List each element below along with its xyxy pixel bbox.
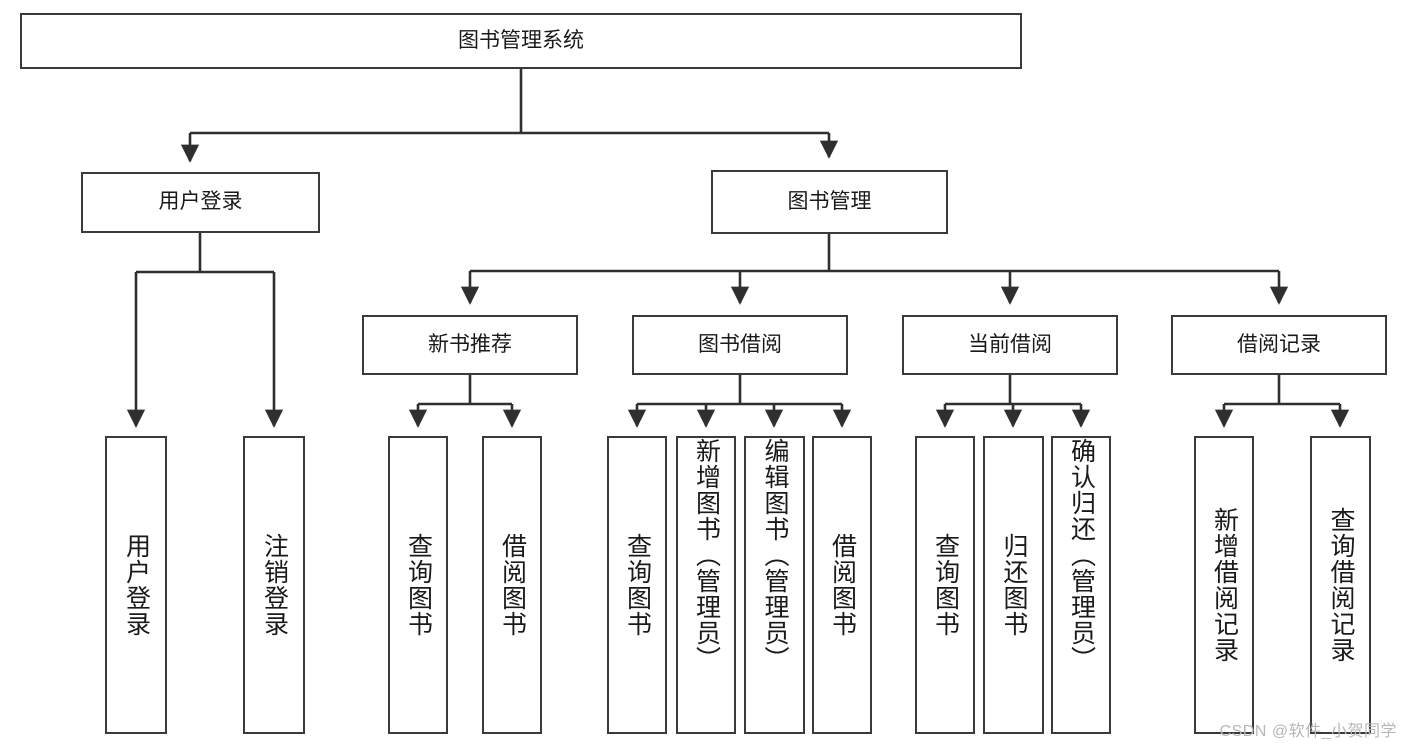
node-leaf-query-book-1[interactable]: 查询图书 <box>388 436 448 734</box>
node-leaf-query-book-1-label: 查询图书 <box>404 533 433 637</box>
node-leaf-edit-book-label: 编辑图书（管理员） <box>761 438 789 672</box>
node-leaf-edit-book[interactable]: 编辑图书（管理员） <box>744 436 805 734</box>
node-leaf-return-book[interactable]: 归还图书 <box>983 436 1044 734</box>
node-leaf-logout-login-label: 注销登录 <box>260 533 289 637</box>
node-leaf-confirm-return-label: 确认归还（管理员） <box>1067 438 1096 672</box>
node-book-management-label: 图书管理 <box>787 189 872 213</box>
node-root-label: 图书管理系统 <box>458 28 584 52</box>
node-leaf-user-login[interactable]: 用户登录 <box>105 436 167 734</box>
node-borrow-record-label: 借阅记录 <box>1237 332 1321 356</box>
node-new-book-recommend-label: 新书推荐 <box>428 332 512 356</box>
node-leaf-logout-login[interactable]: 注销登录 <box>243 436 305 734</box>
node-leaf-add-record[interactable]: 新增借阅记录 <box>1194 436 1254 734</box>
node-current-borrow-label: 当前借阅 <box>968 332 1052 356</box>
node-leaf-query-book-2[interactable]: 查询图书 <box>607 436 667 734</box>
node-leaf-query-record[interactable]: 查询借阅记录 <box>1310 436 1371 734</box>
node-leaf-add-record-label: 新增借阅记录 <box>1210 507 1239 663</box>
node-leaf-borrow-book-1-label: 借阅图书 <box>498 533 527 637</box>
node-user-login-label: 用户登录 <box>158 190 243 214</box>
node-leaf-user-login-label: 用户登录 <box>122 533 151 637</box>
node-book-borrow[interactable]: 图书借阅 <box>632 315 848 375</box>
node-root[interactable]: 图书管理系统 <box>20 13 1022 69</box>
node-leaf-borrow-book-2-label: 借阅图书 <box>828 533 857 637</box>
node-leaf-query-record-label: 查询借阅记录 <box>1327 507 1355 663</box>
node-current-borrow[interactable]: 当前借阅 <box>902 315 1118 375</box>
node-leaf-add-book[interactable]: 新增图书（管理员） <box>676 436 736 734</box>
node-leaf-borrow-book-1[interactable]: 借阅图书 <box>482 436 542 734</box>
node-leaf-borrow-book-2[interactable]: 借阅图书 <box>812 436 872 734</box>
node-leaf-add-book-label: 新增图书（管理员） <box>692 438 721 672</box>
node-book-management[interactable]: 图书管理 <box>711 170 948 234</box>
node-user-login[interactable]: 用户登录 <box>81 172 320 233</box>
node-book-borrow-label: 图书借阅 <box>698 332 782 356</box>
node-leaf-query-book-2-label: 查询图书 <box>623 533 652 637</box>
node-leaf-confirm-return[interactable]: 确认归还（管理员） <box>1051 436 1111 734</box>
node-leaf-query-book-3-label: 查询图书 <box>931 533 960 637</box>
node-borrow-record[interactable]: 借阅记录 <box>1171 315 1387 375</box>
node-leaf-return-book-label: 归还图书 <box>1000 533 1028 637</box>
node-leaf-query-book-3[interactable]: 查询图书 <box>915 436 975 734</box>
node-new-book-recommend[interactable]: 新书推荐 <box>362 315 578 375</box>
